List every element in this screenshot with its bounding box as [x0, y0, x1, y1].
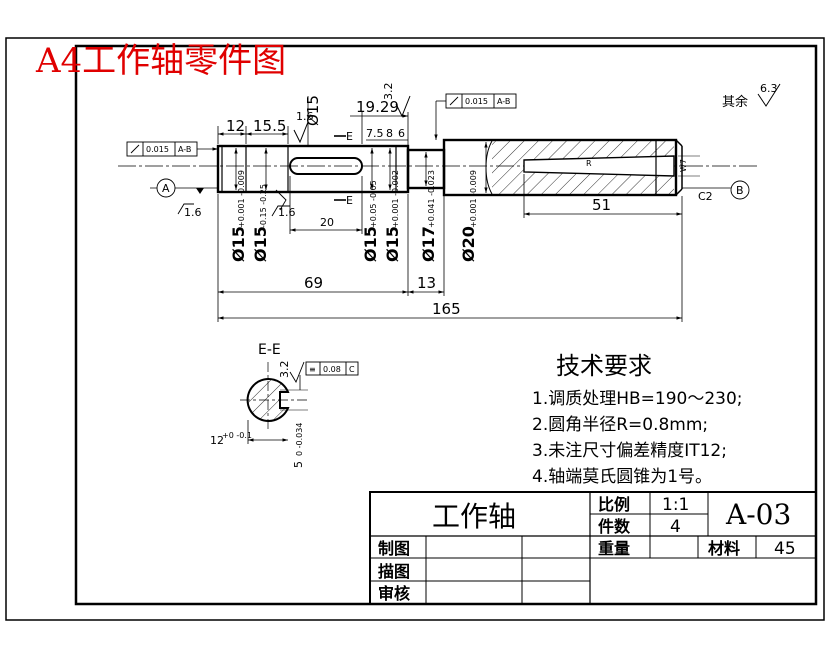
section-view: E-E 3.2 ≡ 0.08 C 12 +0 -0.1 5 0 -0.034: [210, 342, 359, 468]
shaft-view: [118, 138, 758, 197]
qty-label: 件数: [598, 517, 631, 536]
roughness-a: 1.6: [184, 206, 202, 219]
runout-top-ref: A-B: [497, 97, 510, 106]
scale-value: 1:1: [662, 495, 689, 515]
drawn-label: 制图: [378, 539, 410, 558]
dim-8: 8: [386, 127, 393, 140]
dia4-main: Ø15: [383, 226, 402, 262]
dia2-main: Ø15: [251, 226, 270, 262]
dim-20: 20: [320, 216, 334, 229]
tolerance-frame-top: 0.015 A-B: [434, 93, 517, 140]
symmetry-ref: C: [349, 365, 355, 374]
key-width-tol: 0 -0.034: [295, 423, 304, 456]
dia2-tol: -0.15 -0.25: [259, 184, 268, 228]
dia5-tol: +0.041 -0.023: [427, 170, 436, 228]
requirement-1: 1.调质处理HB=190～230;: [532, 389, 743, 409]
dia5-main: Ø17: [419, 226, 438, 262]
dim-15-5: 15.5: [253, 117, 286, 135]
symmetry-value: 0.08: [323, 365, 341, 374]
dia1-main: Ø15: [229, 226, 248, 262]
roughness-3-2-top: 3.2: [382, 83, 395, 101]
dim-19-29: 19.29: [356, 98, 399, 116]
roughness-top: 1.6: [296, 110, 314, 123]
drawing-heading: A4工作轴零件图: [35, 41, 286, 81]
cut-mark-top: E: [346, 130, 353, 143]
dim-w7: W7: [679, 159, 688, 172]
material-label: 材料: [708, 539, 740, 558]
requirement-4: 4.轴端莫氏圆锥为1号。: [532, 467, 712, 487]
runout-left-ref: A-B: [178, 145, 191, 154]
other-value: 6.3: [760, 82, 778, 95]
section-label: E-E: [258, 342, 281, 358]
key-width-main: 5: [292, 461, 305, 468]
datum-a: A 1.6: [150, 178, 218, 219]
checked-label: 审核: [378, 584, 410, 603]
shaft-body: [442, 138, 678, 197]
length-dimensions: 69 13 165 20 51 12 15.5 19.29 7.5 8 6 Ø1…: [217, 83, 683, 322]
dim-12: 12: [226, 117, 245, 135]
dia6-tol: +0.001 -0.009: [469, 170, 478, 228]
part-name: 工作轴: [432, 500, 516, 533]
key-depth-tol: +0 -0.1: [222, 431, 252, 440]
key-depth-main: 12: [210, 434, 224, 447]
material-value: 45: [774, 539, 796, 559]
qty-value: 4: [670, 517, 681, 537]
other-label: 其余: [722, 94, 748, 110]
drawing-number: A-03: [725, 498, 791, 531]
dia3-tol: +0.05 -0.05: [369, 180, 378, 228]
scale-label: 比例: [598, 495, 630, 514]
keyway-slot: [289, 157, 363, 175]
requirements-title: 技术要求: [556, 352, 652, 380]
outer-border: [5, 37, 825, 621]
dim-7-5: 7.5: [366, 127, 384, 140]
roughness-b: 1.6: [271, 189, 296, 219]
cut-mark-bottom: E: [346, 194, 353, 207]
technical-requirements: 技术要求 1.调质处理HB=190～230; 2.圆角半径R=0.8mm; 3.…: [532, 352, 743, 487]
svg-text:1.6: 1.6: [278, 206, 296, 219]
dim-165: 165: [432, 300, 461, 318]
dia3-main: Ø15: [361, 226, 380, 262]
requirement-2: 2.圆角半径R=0.8mm;: [532, 415, 708, 435]
requirement-3: 3.未注尺寸偏差精度IT12;: [532, 441, 727, 461]
dia1-tol: +0.001 -0.009: [237, 170, 246, 228]
runout-left-value: 0.015: [146, 145, 169, 154]
other-roughness: 其余 6.3: [722, 82, 781, 110]
datum-b: B C2 W7 R: [586, 155, 750, 203]
dia6-main: Ø20: [459, 226, 478, 262]
diameter-dimensions: Ø15 +0.001 -0.009 Ø15 -0.15 -0.25 Ø15 +0…: [229, 142, 488, 262]
svg-text:≡: ≡: [309, 365, 316, 374]
tolerance-frame-left: 0.015 A-B: [126, 141, 218, 157]
roughness-section: 3.2: [278, 361, 291, 379]
dim-6: 6: [398, 127, 405, 140]
title-block: 工作轴 比例 1:1 件数 4 A-03 重量 材料 45 制图 描图 审核: [369, 491, 817, 605]
dim-r: R: [586, 159, 592, 168]
dim-13: 13: [417, 274, 436, 292]
datum-b-label: B: [736, 184, 744, 197]
weight-label: 重量: [598, 539, 630, 558]
dia4-tol: +0.001 -0.002: [391, 170, 400, 228]
traced-label: 描图: [378, 562, 410, 581]
chamfer-c2: C2: [698, 190, 713, 203]
runout-top-value: 0.015: [465, 97, 488, 106]
dim-51: 51: [592, 196, 611, 214]
taper-bore: [523, 155, 675, 177]
dim-dia15-top: Ø15: [304, 95, 322, 126]
datum-a-label: A: [162, 182, 170, 195]
dim-69: 69: [304, 274, 323, 292]
